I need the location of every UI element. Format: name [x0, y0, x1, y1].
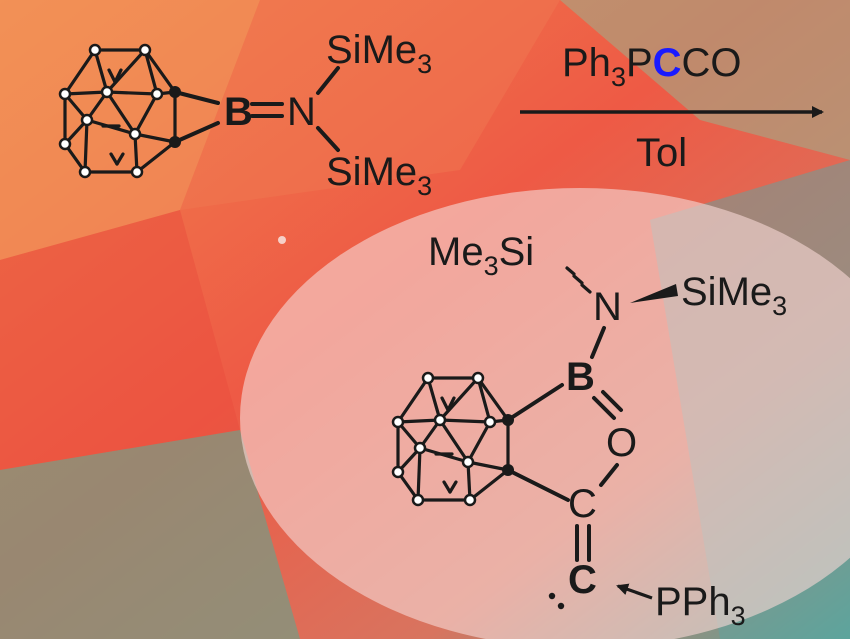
- reactant-structure: B N SiMe3 SiMe3: [58, 28, 432, 201]
- product-phosphine-label: PPh3: [655, 580, 746, 631]
- decorative-dot: [278, 236, 286, 244]
- solid-wedge: [630, 284, 678, 303]
- background-facet: [0, 210, 240, 470]
- reactant-top-silyl: SiMe3: [326, 28, 432, 79]
- reactant-boron-label: B: [224, 90, 253, 134]
- b-o-double-bond: [592, 396, 616, 420]
- background-facet: [180, 0, 560, 210]
- cage-boron-bond: [173, 121, 220, 144]
- reaction-conditions: Ph3PCCO Tol: [520, 41, 824, 175]
- o-c-bond: [599, 463, 619, 487]
- product-left-silyl: Me3Si: [428, 230, 534, 281]
- cage-carbon-bond: [506, 468, 570, 502]
- hashed-wedge: [580, 283, 592, 294]
- product-carbene-carbon-label: C: [568, 558, 597, 602]
- product-highlight-oval: [240, 188, 850, 639]
- cage-boron-bond: [173, 90, 220, 105]
- product-acyl-carbon-label: C: [568, 482, 597, 526]
- n-si-bond-top: [316, 66, 340, 95]
- cage-boron-bond: [506, 383, 564, 422]
- product-right-silyl: SiMe3: [681, 270, 787, 321]
- background-facet: [0, 430, 300, 639]
- product-structure: Me3Si N SiMe3 B O C C PPh3: [391, 230, 787, 631]
- product-boron-label: B: [566, 355, 595, 399]
- reagent-label: Ph3PCCO: [562, 41, 742, 92]
- lone-pair-dot: [557, 602, 565, 610]
- n-b-bond: [590, 326, 606, 359]
- lone-pair-dot: [548, 592, 556, 600]
- reactant-bottom-silyl: SiMe3: [326, 150, 432, 201]
- product-nitrogen-label: N: [593, 285, 622, 329]
- hashed-wedge: [572, 274, 584, 285]
- n-si-bond-bottom: [316, 126, 340, 152]
- solvent-label: Tol: [636, 131, 687, 175]
- background-facet: [0, 0, 260, 260]
- b-o-double-bond: [601, 390, 623, 412]
- background-facet: [560, 0, 850, 160]
- dative-bond-arrow: [616, 583, 653, 600]
- reactant-nitrogen-label: N: [287, 90, 316, 134]
- hashed-wedge: [565, 266, 576, 276]
- product-oxygen-label: O: [606, 421, 637, 465]
